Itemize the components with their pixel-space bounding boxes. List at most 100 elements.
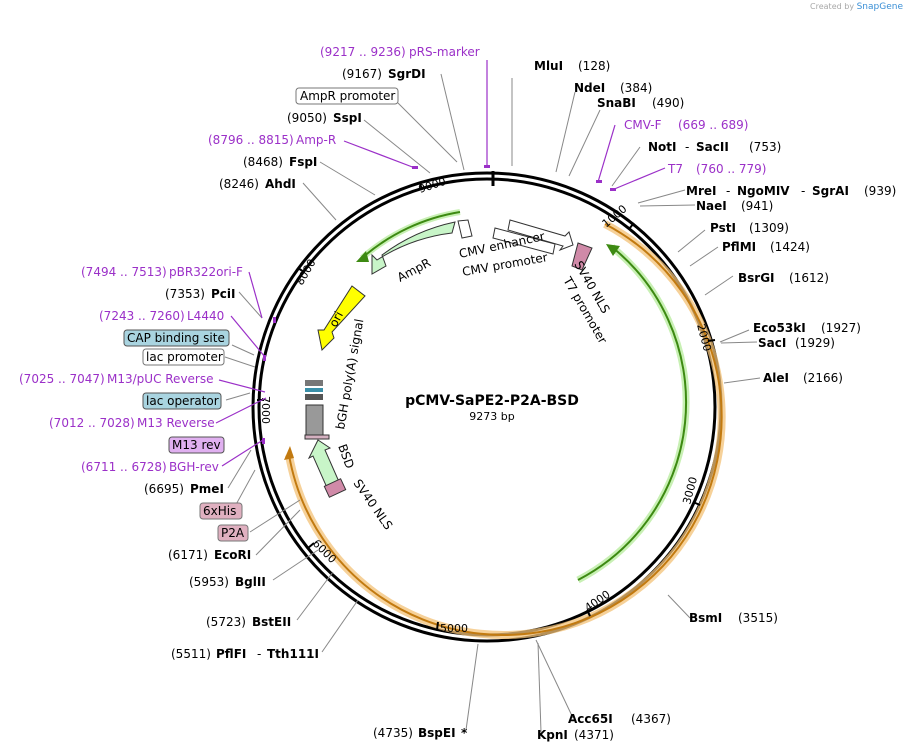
site-bsmi[interactable]: BsmI <box>689 611 722 625</box>
svg-text:(1612): (1612) <box>789 271 829 285</box>
p2a-box[interactable] <box>217 524 249 542</box>
svg-text:(669 .. 689): (669 .. 689) <box>678 118 748 132</box>
site-snabi[interactable]: SnaBI <box>597 96 636 110</box>
site-mrei[interactable]: MreI <box>686 184 716 198</box>
ori-label: ori <box>326 309 346 329</box>
tick-6000: 6000 <box>310 537 339 566</box>
ampr-feature[interactable]: AmpR <box>371 219 473 285</box>
snapgene-logo: SnapGene <box>856 2 903 12</box>
site-tth111i[interactable]: Tth111I <box>267 647 319 661</box>
svg-text:AmpR promoter: AmpR promoter <box>300 89 395 103</box>
svg-text:(7243 .. 7260): (7243 .. 7260) <box>99 309 185 323</box>
svg-text:(7494 .. 7513): (7494 .. 7513) <box>81 265 167 279</box>
tick-5000: 5000 <box>440 622 468 635</box>
cds-orange-arc <box>284 220 726 640</box>
svg-text:-: - <box>801 184 805 198</box>
tick-7000: 7000 <box>259 396 272 424</box>
site-ndei[interactable]: NdeI <box>574 81 605 95</box>
svg-text:(128): (128) <box>578 59 610 73</box>
svg-text:CAP binding site: CAP binding site <box>127 331 225 345</box>
bsd-feature[interactable]: BSD SV40 NLS <box>307 439 396 533</box>
bgh-feature[interactable]: bGH poly(A) signal <box>304 318 366 440</box>
right-labels: MluI (128) NdeI (384) SnaBI (490) CMV-F … <box>373 59 896 742</box>
site-acc65i[interactable]: Acc65I <box>568 712 613 726</box>
site-fspi[interactable]: FspI <box>289 155 317 169</box>
svg-text:(490): (490) <box>652 96 684 110</box>
site-pflmi[interactable]: PflMI <box>722 240 756 254</box>
site-sspi[interactable]: SspI <box>333 111 362 125</box>
svg-text:(5953): (5953) <box>189 575 229 589</box>
site-psti[interactable]: PstI <box>710 221 736 235</box>
primer-l4440[interactable]: L4440 <box>187 309 224 323</box>
svg-text:(939): (939) <box>864 184 896 198</box>
primer-m13-puc-reverse[interactable]: M13/pUC Reverse <box>107 372 214 386</box>
site-kpni[interactable]: KpnI <box>537 728 568 742</box>
svg-text:(7025 .. 7047): (7025 .. 7047) <box>19 372 105 386</box>
site-sgrdi[interactable]: SgrDI <box>388 67 426 81</box>
lac-operator-box[interactable] <box>142 392 222 410</box>
svg-text:(5723): (5723) <box>206 615 246 629</box>
svg-text:(3515): (3515) <box>738 611 778 625</box>
site-saci[interactable]: SacI <box>758 336 786 350</box>
svg-text:(760 .. 779): (760 .. 779) <box>696 162 766 176</box>
site-alei[interactable]: AleI <box>763 371 789 385</box>
svg-text:-: - <box>685 140 689 154</box>
plasmid-length: 9273 bp <box>469 410 514 423</box>
m13-rev-box[interactable] <box>168 436 225 454</box>
svg-text:(7012 .. 7028): (7012 .. 7028) <box>49 416 135 430</box>
svg-text:(1424): (1424) <box>770 240 810 254</box>
site-bsteii[interactable]: BstEII <box>252 615 291 629</box>
site-bglii[interactable]: BglII <box>235 575 266 589</box>
site-sacii[interactable]: SacII <box>696 140 729 154</box>
svg-text:(1929): (1929) <box>795 336 835 350</box>
svg-text:P2A: P2A <box>221 526 245 540</box>
svg-text:(8246): (8246) <box>219 177 259 191</box>
svg-text:6xHis: 6xHis <box>203 504 236 518</box>
svg-text:(941): (941) <box>741 199 773 213</box>
site-bsrgi[interactable]: BsrGI <box>738 271 775 285</box>
cmv-region[interactable]: CMV enhancer CMV promoter SV40 NLS T7 pr… <box>458 219 613 346</box>
svg-text:(4735): (4735) <box>373 726 413 740</box>
site-noti[interactable]: NotI <box>648 140 677 154</box>
site-pflfi[interactable]: PflFI <box>216 647 246 661</box>
cap-binding-site-box[interactable] <box>123 329 230 347</box>
bsd-label: BSD <box>335 442 357 470</box>
primer-t7[interactable]: T7 <box>667 162 683 176</box>
site-sgrai[interactable]: SgrAI <box>812 184 849 198</box>
svg-text:(4371): (4371) <box>574 728 614 742</box>
primer-bgh-rev[interactable]: BGH-rev <box>169 460 219 474</box>
primer-amp-r[interactable]: Amp-R <box>296 133 336 147</box>
site-eco53ki[interactable]: Eco53kI <box>753 321 806 335</box>
primer-cmv-f[interactable]: CMV-F <box>624 118 662 132</box>
svg-text:(7353): (7353) <box>165 287 205 301</box>
ampr-promoter-box[interactable] <box>295 87 399 105</box>
credit-prefix: Created by <box>810 2 855 11</box>
svg-text:(9050): (9050) <box>287 111 327 125</box>
site-ecori[interactable]: EcoRI <box>214 548 251 562</box>
site-mlui[interactable]: MluI <box>534 59 563 73</box>
tick-3000: 3000 <box>680 475 700 505</box>
site-ahdi[interactable]: AhdI <box>265 177 296 191</box>
cds-green-arc <box>576 244 690 584</box>
6xhis-box[interactable] <box>199 502 243 520</box>
primer-pbr322ori-f[interactable]: pBR322ori-F <box>169 265 243 279</box>
site-ngomiv[interactable]: NgoMIV <box>737 184 790 198</box>
primer-lines <box>215 60 666 467</box>
primer-m13-reverse[interactable]: M13 Reverse <box>137 416 215 430</box>
tick-9000: 9000 <box>417 175 448 196</box>
svg-text:-: - <box>257 647 261 661</box>
svg-text:M13 rev: M13 rev <box>172 438 221 452</box>
lac-promoter-box[interactable] <box>142 348 225 366</box>
sv40-nls-bottom-label: SV40 NLS <box>351 477 396 533</box>
svg-text:lac promoter: lac promoter <box>146 350 223 364</box>
primer-prs-marker[interactable]: pRS-marker <box>409 45 480 59</box>
site-pcii[interactable]: PciI <box>211 287 236 301</box>
site-bspei[interactable]: BspEI <box>418 726 456 740</box>
svg-text:-: - <box>726 184 730 198</box>
svg-text:(6711 .. 6728): (6711 .. 6728) <box>81 460 167 474</box>
site-pmei[interactable]: PmeI <box>190 482 224 496</box>
svg-text:(6695): (6695) <box>144 482 184 496</box>
site-naei[interactable]: NaeI <box>696 199 727 213</box>
ori-feature[interactable]: ori <box>317 285 366 352</box>
